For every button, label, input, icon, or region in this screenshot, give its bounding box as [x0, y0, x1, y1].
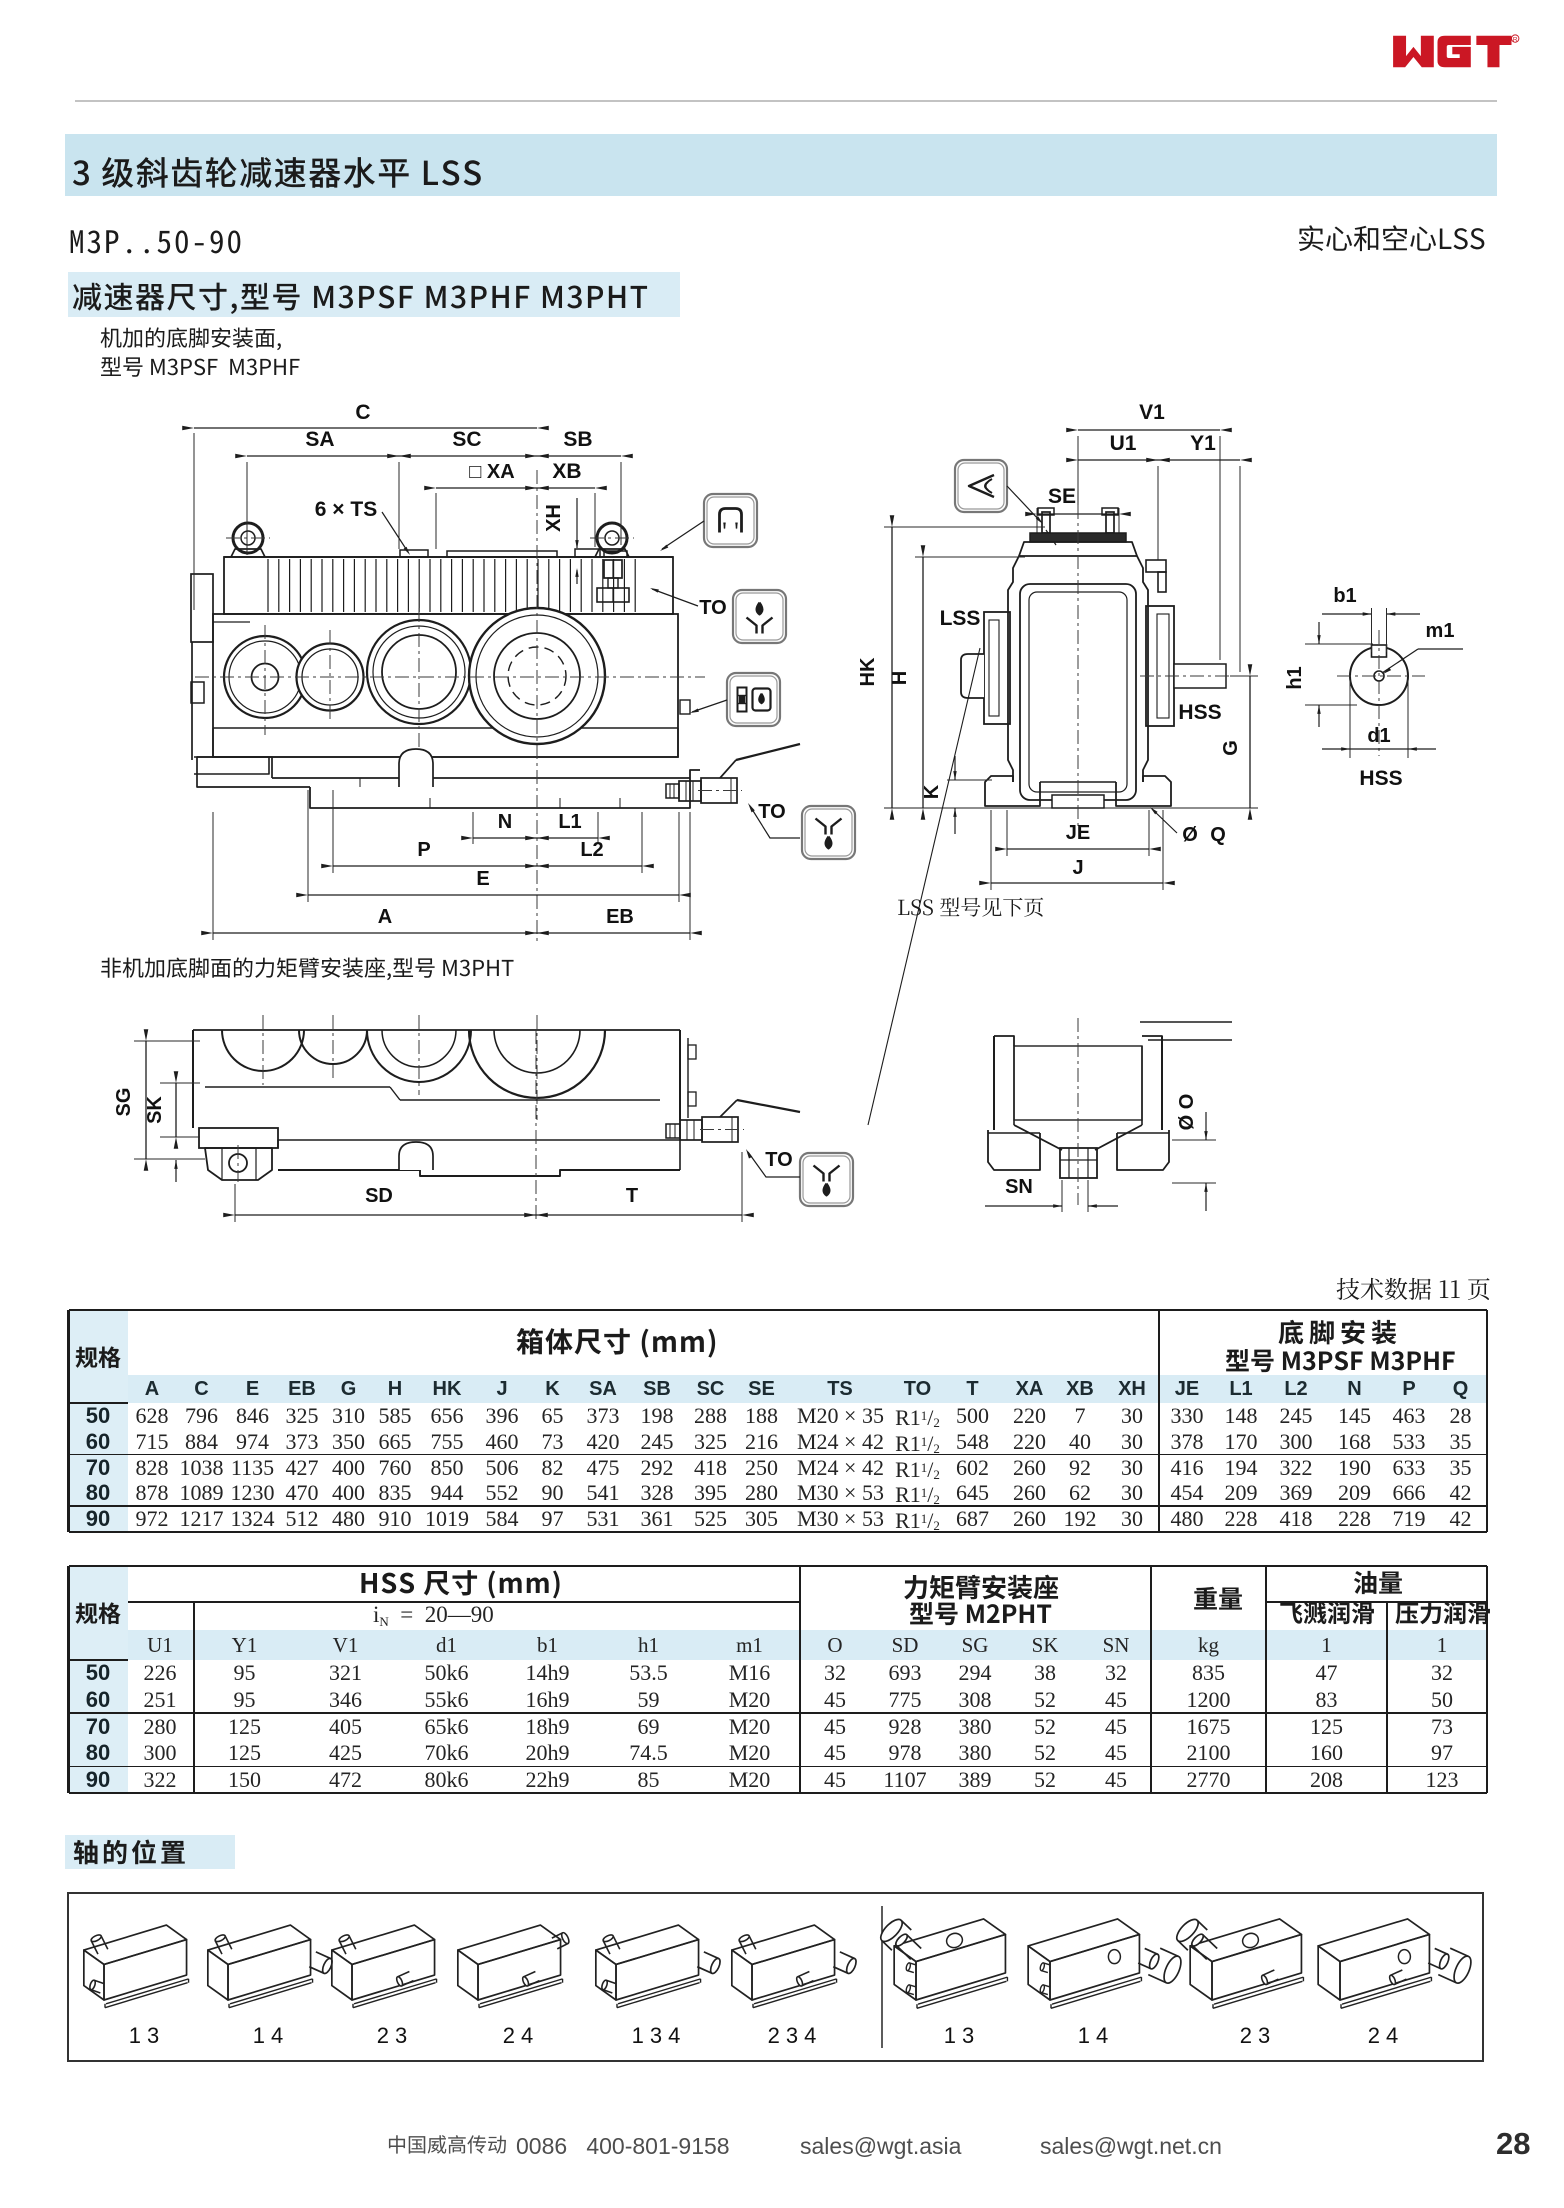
svg-text:23: 23	[1240, 2023, 1276, 2048]
svg-text:HSS: HSS	[1178, 701, 1221, 724]
svg-text:Q: Q	[1210, 824, 1226, 846]
svg-text:U1: U1	[1110, 432, 1137, 455]
svg-text:LSS: LSS	[940, 607, 981, 630]
svg-text:XH: XH	[543, 504, 565, 532]
svg-text:14: 14	[1078, 2023, 1114, 2048]
svg-text:Y1: Y1	[1190, 432, 1216, 455]
svg-text:SK: SK	[144, 1096, 166, 1124]
svg-text:P: P	[417, 839, 430, 861]
svg-text:L1: L1	[558, 811, 581, 833]
svg-text:E: E	[476, 868, 489, 890]
svg-text:HSS: HSS	[1359, 767, 1402, 790]
svg-text:24: 24	[503, 2023, 539, 2048]
svg-text:L2: L2	[580, 839, 603, 861]
svg-text:6 × TS: 6 × TS	[315, 498, 377, 521]
svg-text:TO: TO	[765, 1149, 792, 1171]
svg-text:13: 13	[129, 2023, 165, 2048]
svg-text:SD: SD	[365, 1185, 393, 1207]
svg-text:SN: SN	[1005, 1176, 1033, 1198]
svg-text:h1: h1	[1284, 666, 1306, 689]
svg-text:TO: TO	[699, 597, 726, 619]
svg-text:SC: SC	[452, 428, 481, 451]
svg-text:XB: XB	[552, 460, 581, 483]
svg-text:K: K	[921, 784, 943, 799]
svg-text:G: G	[1220, 740, 1242, 756]
svg-text:C: C	[355, 401, 370, 424]
svg-text:23: 23	[377, 2023, 413, 2048]
svg-text:134: 134	[632, 2023, 687, 2048]
svg-text:J: J	[1072, 857, 1083, 879]
svg-text:SE: SE	[1048, 485, 1076, 508]
svg-text:m1: m1	[1426, 620, 1455, 642]
svg-text:SA: SA	[305, 428, 334, 451]
svg-text:□ XA: □ XA	[469, 461, 514, 483]
svg-text:JE: JE	[1066, 822, 1090, 844]
svg-text:HK: HK	[857, 657, 879, 686]
svg-text:V1: V1	[1139, 401, 1165, 424]
svg-text:234: 234	[768, 2023, 823, 2048]
svg-text:Ø: Ø	[1182, 824, 1198, 846]
svg-text:14: 14	[253, 2023, 289, 2048]
svg-text:d1: d1	[1367, 725, 1390, 747]
svg-text:H: H	[889, 671, 911, 685]
svg-text:TO: TO	[758, 801, 785, 823]
svg-text:b1: b1	[1333, 585, 1356, 607]
svg-text:EB: EB	[606, 906, 634, 928]
svg-text:T: T	[626, 1185, 638, 1207]
svg-text:R: R	[1513, 36, 1518, 43]
svg-text:SB: SB	[563, 428, 592, 451]
svg-text:13: 13	[944, 2023, 980, 2048]
svg-text:Ø O: Ø O	[1176, 1094, 1198, 1131]
svg-text:A: A	[378, 906, 392, 928]
svg-text:SG: SG	[113, 1088, 135, 1117]
svg-text:N: N	[498, 811, 512, 833]
svg-text:24: 24	[1368, 2023, 1404, 2048]
